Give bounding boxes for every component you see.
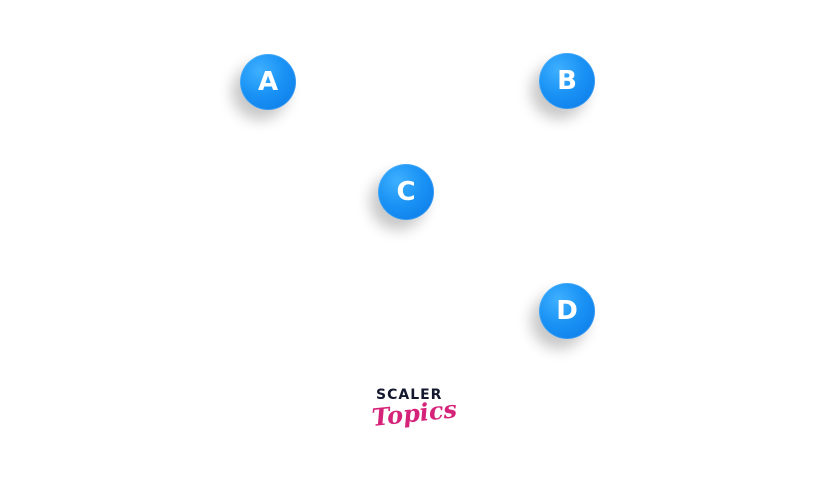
- node-c: C: [378, 164, 434, 220]
- logo-text-scaler: SCALER: [376, 387, 443, 403]
- node-b-label: B: [557, 66, 577, 96]
- node-d-label: D: [556, 296, 578, 326]
- node-c-label: C: [396, 177, 416, 207]
- node-d: D: [539, 283, 595, 339]
- scaler-topics-logo: SCALER Topics: [366, 386, 458, 448]
- node-b: B: [539, 53, 595, 109]
- node-a-label: A: [257, 67, 279, 97]
- node-a: A: [240, 54, 296, 110]
